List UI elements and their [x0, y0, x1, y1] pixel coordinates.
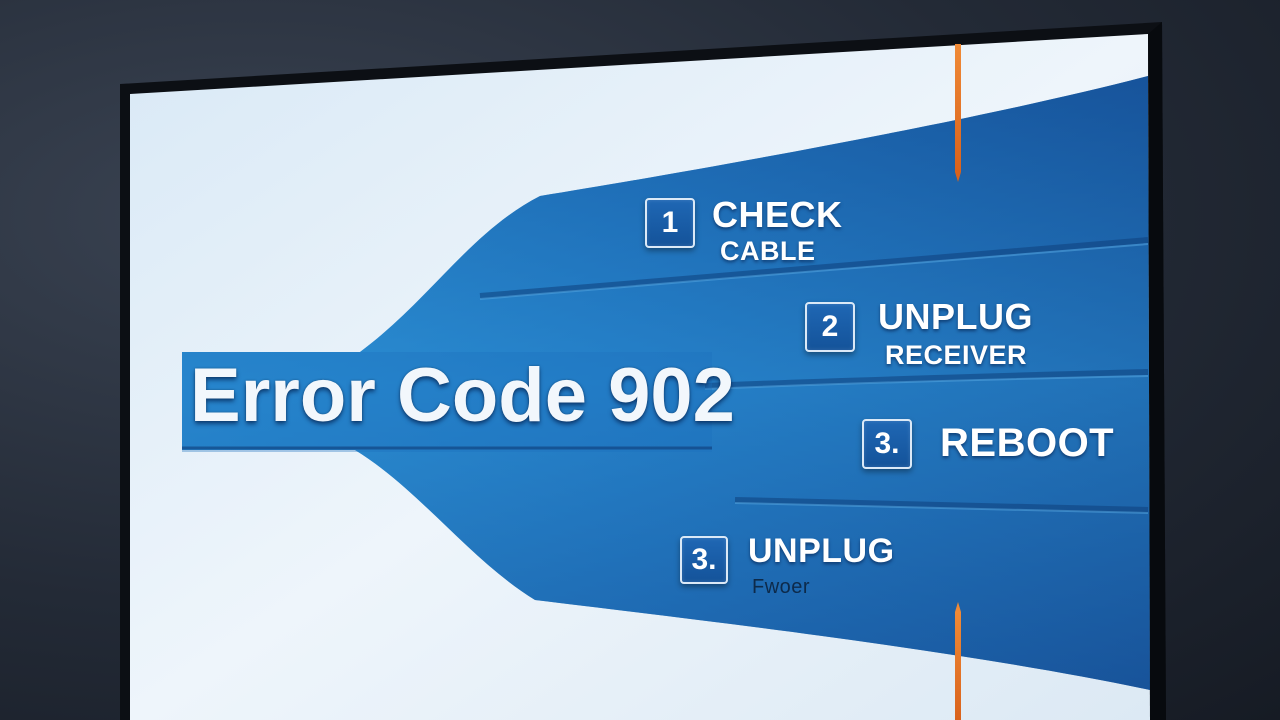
step-3-title: REBOOT: [940, 421, 1115, 465]
error-title: Error Code 902: [190, 353, 735, 438]
step-1-number-box: 1: [645, 198, 695, 248]
step-1-subtitle: CABLE: [720, 236, 816, 266]
step-4-number: 3.: [691, 543, 717, 576]
step-3-number: 3.: [874, 427, 900, 460]
orange-marker-top: [955, 44, 961, 172]
stripe-divider: [479, 237, 1149, 299]
step-2-number: 2: [821, 310, 839, 343]
step-1-title: CHECK: [712, 194, 843, 235]
stripe-divider: [704, 369, 1149, 389]
step-4-subtitle: Fwoer: [752, 576, 811, 598]
step-2-title: UNPLUG: [878, 296, 1033, 337]
title-banner: [182, 352, 712, 452]
step-2-number-box: 2: [805, 302, 855, 352]
step-2-subtitle: RECEIVER: [885, 340, 1028, 370]
step-1-number: 1: [661, 206, 679, 239]
step-3-number-box: 3.: [862, 419, 912, 469]
stripe-divider: [734, 497, 1149, 513]
step-4-number-box: 3.: [680, 536, 728, 584]
orange-marker-bottom: [955, 612, 961, 720]
step-4-title: UNPLUG: [748, 532, 895, 570]
